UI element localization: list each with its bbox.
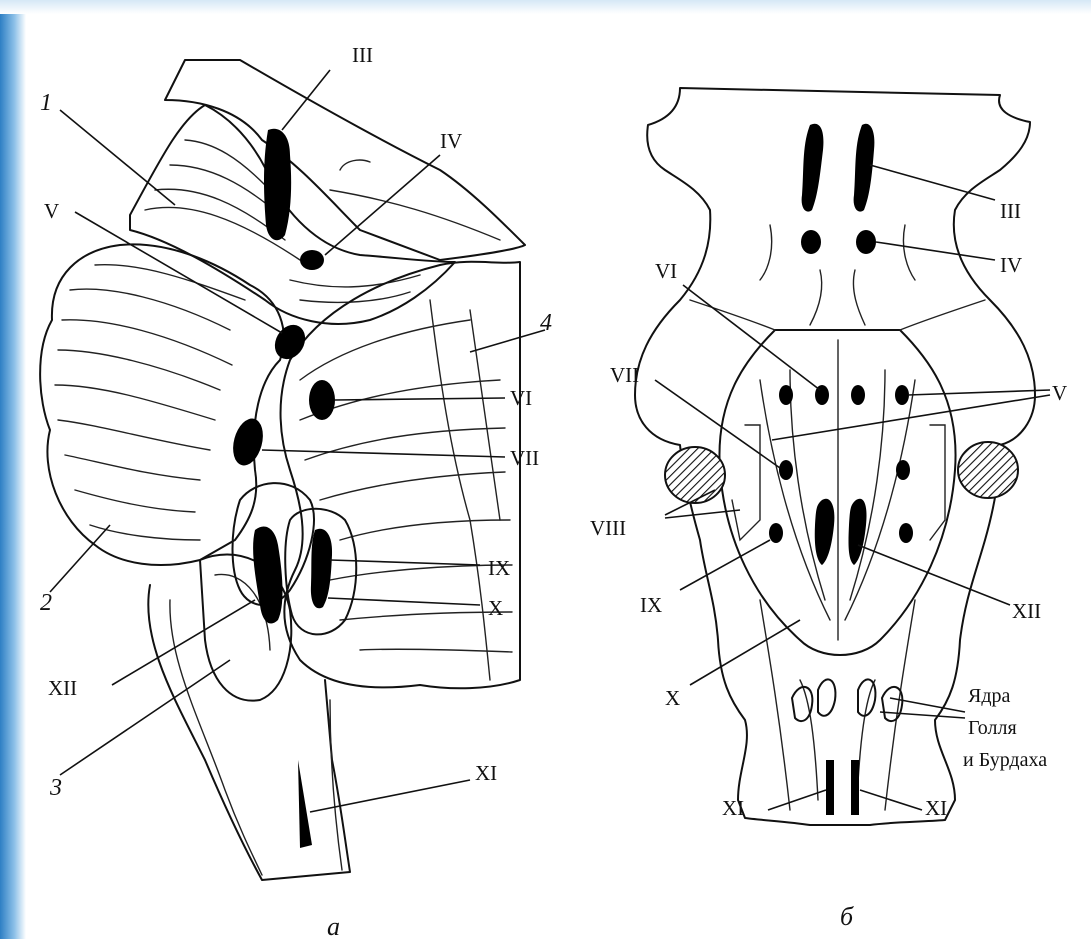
panel-b-labels: III IV VI V VII VIII IX XII X XI XI Ядра…: [590, 199, 1067, 931]
panel-a-label-XII: XII: [48, 676, 77, 700]
panel-b-nucleus-XI-left: [826, 760, 834, 815]
panel-b-nucleus-IX-right: [899, 523, 913, 543]
panel-b-nucleus-V-left: [779, 385, 793, 405]
panel-b-label-VI: VI: [655, 259, 677, 283]
panel-b-nucleus-VII-left: [779, 460, 793, 480]
panel-b-drawing: [635, 88, 1035, 825]
panel-a-label-X: X: [488, 596, 503, 620]
panel-a-nucleus-IV: [300, 250, 324, 270]
panel-a-label-III: III: [352, 43, 373, 67]
panel-b-label-XI-left: XI: [722, 796, 744, 820]
panel-a-caption: а: [327, 912, 340, 939]
panel-b-nucleus-VII-right: [896, 460, 910, 480]
panel-a-nucleus-VII: [228, 415, 267, 469]
panel-a-label-VI: VI: [510, 386, 532, 410]
panel-a-label-2: 2: [40, 590, 52, 616]
panel-b-label-III: III: [1000, 199, 1021, 223]
panel-b-label-VIII: VIII: [590, 516, 626, 540]
panel-a-label-V: V: [44, 199, 59, 223]
panel-a-label-VII: VII: [510, 446, 539, 470]
panel-b-nucleus-IV-left: [801, 230, 821, 254]
panel-b-label-VII: VII: [610, 363, 639, 387]
panel-b-label-XII: XII: [1012, 599, 1041, 623]
panel-a-leader-lines: [50, 70, 545, 812]
panel-b-nucleus-XII-right: [849, 499, 867, 565]
panel-b-caption: б: [840, 902, 854, 931]
panel-a-nucleus-III: [264, 129, 291, 240]
panel-b-nucleus-XI-right: [851, 760, 859, 815]
panel-a-label-4: 4: [540, 310, 552, 336]
panel-a-label-1: 1: [40, 90, 52, 116]
panel-b-nucleus-V-right: [895, 385, 909, 405]
panel-b-nucleus-IX-left: [769, 523, 783, 543]
panel-b-label-nuclei-line3: и Бурдаха: [963, 749, 1047, 771]
panel-a-nucleus-XII: [253, 526, 282, 623]
panel-b-label-nuclei-line1: Ядра: [968, 685, 1011, 707]
panel-b-label-X: X: [665, 686, 680, 710]
panel-a-label-IX: IX: [488, 556, 510, 580]
panel-b-right-hatched-oval: [958, 442, 1018, 498]
panel-a-drawing: [40, 60, 525, 880]
panel-b-nucleus-III-right: [854, 124, 875, 212]
panel-a-label-3: 3: [49, 775, 62, 801]
panel-b-label-XI-right: XI: [925, 796, 947, 820]
panel-b-label-nuclei-line2: Голля: [968, 717, 1017, 739]
panel-a-label-IV: IV: [440, 129, 462, 153]
panel-b-nucleus-III-left: [802, 124, 824, 212]
panel-b-nucleus-IV-right: [856, 230, 876, 254]
panel-b-nucleus-XII-left: [815, 499, 835, 565]
panel-b-nucleus-VI-right: [851, 385, 865, 405]
panel-b-left-hatched-oval: [665, 447, 725, 503]
panel-b-label-IX: IX: [640, 593, 662, 617]
panel-a-nucleus-V: [269, 319, 311, 364]
panel-a-label-XI: XI: [475, 761, 497, 785]
panel-b-label-V: V: [1052, 381, 1067, 405]
panel-b-label-IV: IV: [1000, 253, 1022, 277]
panel-a-nucleus-XI: [298, 760, 312, 848]
panel-a-nucleus-VI: [309, 380, 335, 420]
panel-a-nucleus-IX-X: [311, 529, 332, 609]
